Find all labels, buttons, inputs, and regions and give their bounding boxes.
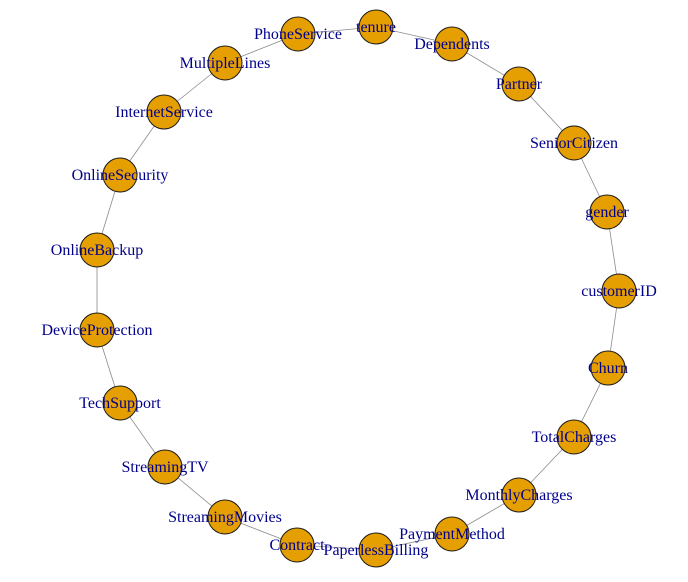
node-label: StreamingTV (121, 459, 209, 476)
node-label: DeviceProtection (41, 322, 152, 339)
node-label: Contract (269, 537, 325, 554)
node-Dependents: Dependents (414, 26, 490, 62)
node-StreamingTV: StreamingTV (121, 449, 209, 485)
node-label: MultipleLines (180, 55, 271, 72)
node-circle (207, 45, 243, 81)
node-customerID: customerID (581, 273, 657, 309)
node-StreamingMovies: StreamingMovies (168, 499, 282, 535)
node-circle (358, 9, 394, 45)
node-label: gender (585, 204, 629, 221)
node-label: MonthlyCharges (465, 487, 572, 504)
node-PaymentMethod: PaymentMethod (399, 516, 505, 552)
node-circle (358, 532, 394, 568)
node-circle (279, 527, 315, 563)
node-MultipleLines: MultipleLines (180, 45, 271, 81)
node-label: customerID (581, 283, 657, 300)
node-circle (102, 157, 138, 193)
node-label: OnlineBackup (51, 242, 143, 259)
node-label: StreamingMovies (168, 509, 282, 526)
node-label: Partner (496, 76, 543, 93)
node-circle (207, 499, 243, 535)
node-TechSupport: TechSupport (79, 385, 161, 421)
node-circle (589, 194, 625, 230)
node-label: OnlineSecurity (72, 167, 169, 184)
node-PhoneService: PhoneService (254, 16, 342, 52)
node-circle (79, 312, 115, 348)
node-label: PhoneService (254, 26, 342, 43)
node-label: TechSupport (79, 395, 161, 412)
node-circle (501, 66, 537, 102)
node-label: Churn (588, 360, 628, 377)
node-circle (79, 232, 115, 268)
node-label: tenure (356, 19, 396, 36)
node-circle (146, 94, 182, 130)
node-circle (590, 350, 626, 386)
node-PaperlessBilling: PaperlessBilling (324, 532, 429, 568)
node-Contract: Contract (269, 527, 325, 563)
node-OnlineBackup: OnlineBackup (51, 232, 143, 268)
node-label: InternetService (115, 104, 213, 121)
node-circle (601, 273, 637, 309)
node-Churn: Churn (588, 350, 628, 386)
node-label: SeniorCitizen (530, 135, 618, 152)
node-Partner: Partner (496, 66, 543, 102)
node-DeviceProtection: DeviceProtection (41, 312, 153, 348)
node-label: TotalCharges (532, 429, 617, 446)
node-OnlineSecurity: OnlineSecurity (72, 157, 169, 193)
node-circle (556, 419, 592, 455)
node-circle (147, 449, 183, 485)
node-circle (434, 26, 470, 62)
node-circle (501, 477, 537, 513)
node-gender: gender (585, 194, 629, 230)
node-label: Dependents (414, 36, 490, 53)
node-tenure: tenure (356, 9, 396, 45)
node-circle (280, 16, 316, 52)
node-TotalCharges: TotalCharges (532, 419, 617, 455)
node-SeniorCitizen: SeniorCitizen (530, 125, 618, 161)
node-circle (102, 385, 138, 421)
node-label: PaperlessBilling (324, 542, 429, 559)
node-label: PaymentMethod (399, 526, 505, 543)
node-MonthlyCharges: MonthlyCharges (465, 477, 573, 513)
node-InternetService: InternetService (115, 94, 213, 130)
node-circle (556, 125, 592, 161)
node-circle (434, 516, 470, 552)
